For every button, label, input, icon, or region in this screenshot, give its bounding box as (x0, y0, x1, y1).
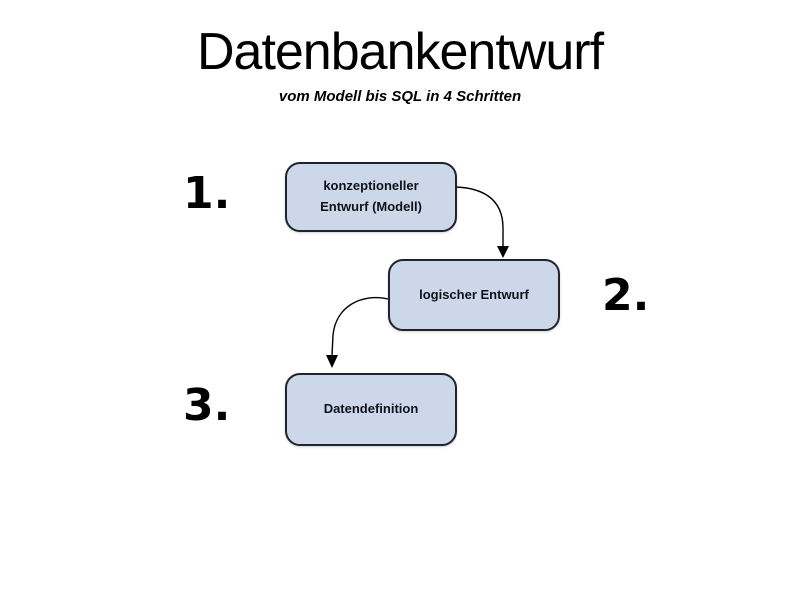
diagram-node-label: logischer Entwurf (419, 286, 529, 302)
page-title: Datenbankentwurf (196, 23, 604, 81)
diagram-node-label: Datendefinition (323, 401, 419, 417)
diagram-node-konzeptioneller-entwurf: konzeptioneller Entwurf (Modell) (285, 162, 457, 232)
arrow-step2-to-step3-line (331, 296, 389, 356)
page-subtitle: vom Modell bis SQL in 4 Schritten (278, 88, 522, 105)
arrow-step1-to-step2-line (455, 186, 504, 246)
arrow-step1-to-step2-icon (455, 186, 509, 258)
arrow-step2-to-step3-head (326, 355, 338, 368)
arrow-step1-to-step2-head (497, 246, 509, 258)
step-number-2: 2. (602, 270, 650, 321)
step-number-3: 3. (183, 380, 231, 431)
diagram-node-datendefinition: Datendefinition (285, 373, 457, 446)
arrow-step2-to-step3-icon (326, 296, 389, 368)
diagram-node-label: konzeptioneller Entwurf (Modell) (320, 178, 422, 214)
diagram-node-logischer-entwurf: logischer Entwurf (388, 259, 560, 331)
step-number-1: 1. (183, 168, 231, 219)
